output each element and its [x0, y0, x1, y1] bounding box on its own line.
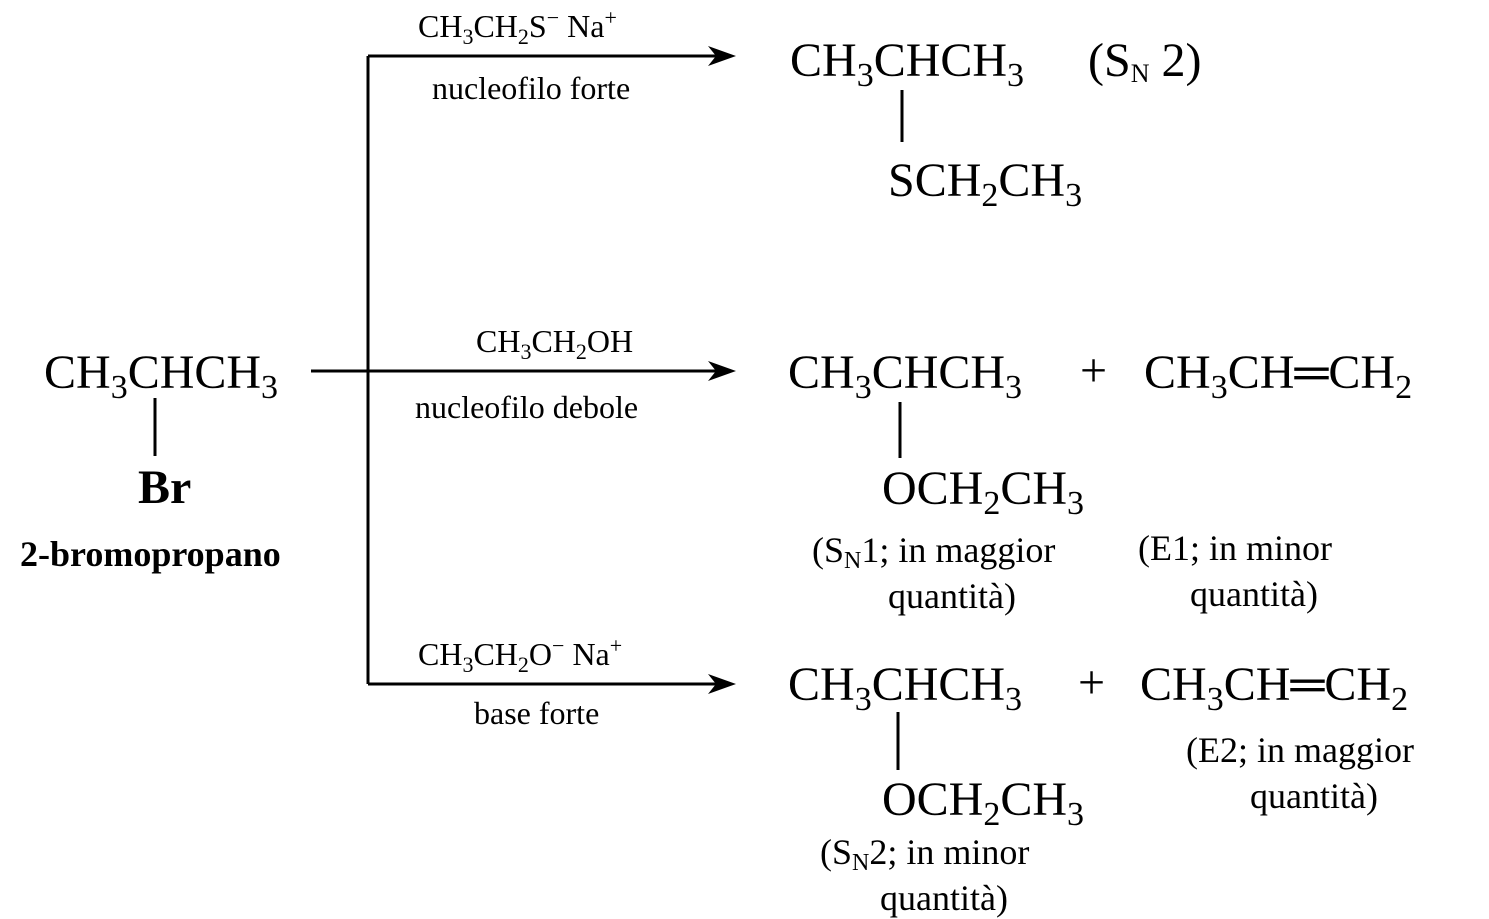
product-3b-note-line1: (E2; in maggior — [1186, 730, 1414, 770]
product-1-substituent: SCH2CH3 — [888, 154, 1082, 214]
product-3b-main: CH3CH═CH2 — [1140, 658, 1408, 718]
reagent-2: CH3CH2OH — [476, 323, 633, 364]
product-2a-note-line1: (SN1; in maggior — [812, 530, 1055, 574]
product-sn2-thioether: CH3CHCH3 (SN 2) SCH2CH3 — [790, 34, 1201, 214]
reactant-substituent: Br — [138, 461, 191, 514]
product-e1-alkene: CH3CH═CH2 (E1; in minor quantità) — [1138, 346, 1412, 614]
product-3a-substituent: OCH2CH3 — [882, 773, 1084, 833]
reagent-1: CH3CH2S− Na+ — [418, 5, 617, 49]
product-2b-note-line2: quantità) — [1190, 574, 1318, 614]
product-3a-note-line2: quantità) — [880, 878, 1008, 918]
product-2b-main: CH3CH═CH2 — [1144, 346, 1412, 406]
product-2a-note-line2: quantità) — [888, 576, 1016, 616]
reagent-3-note: base forte — [474, 695, 599, 731]
product-sn2-ether: CH3CHCH3 OCH2CH3 (SN2; in minor quantità… — [788, 658, 1084, 918]
product-e2-alkene: CH3CH═CH2 (E2; in maggior quantità) — [1140, 658, 1414, 816]
product-2b-note-line1: (E1; in minor — [1138, 528, 1332, 568]
reagent-1-note: nucleofilo forte — [432, 70, 630, 106]
plus-sign-3: + — [1078, 656, 1105, 709]
reactant-name: 2-bromopropano — [20, 534, 281, 574]
arrow-2-head — [708, 361, 736, 381]
reagent-3: CH3CH2O− Na+ — [418, 633, 622, 677]
product-1-main: CH3CHCH3 — [790, 34, 1024, 94]
product-3a-main: CH3CHCH3 — [788, 658, 1022, 718]
arrow-3-head — [708, 674, 736, 694]
branch-lines — [311, 46, 736, 694]
product-3a-note-line1: (SN2; in minor — [820, 832, 1029, 876]
plus-sign-2: + — [1080, 344, 1107, 397]
reactant-formula: CH3CHCH3 — [44, 346, 278, 406]
arrow-1-head — [708, 46, 736, 66]
product-2a-main: CH3CHCH3 — [788, 346, 1022, 406]
product-3b-note-line2: quantità) — [1250, 776, 1378, 816]
product-sn1-ether: CH3CHCH3 OCH2CH3 (SN1; in maggior quanti… — [788, 346, 1084, 616]
product-1-mechanism: (SN 2) — [1088, 34, 1201, 88]
reactant: CH3CHCH3 Br 2-bromopropano — [20, 346, 281, 574]
reagent-2-note: nucleofilo debole — [415, 389, 638, 425]
product-2a-substituent: OCH2CH3 — [882, 462, 1084, 522]
